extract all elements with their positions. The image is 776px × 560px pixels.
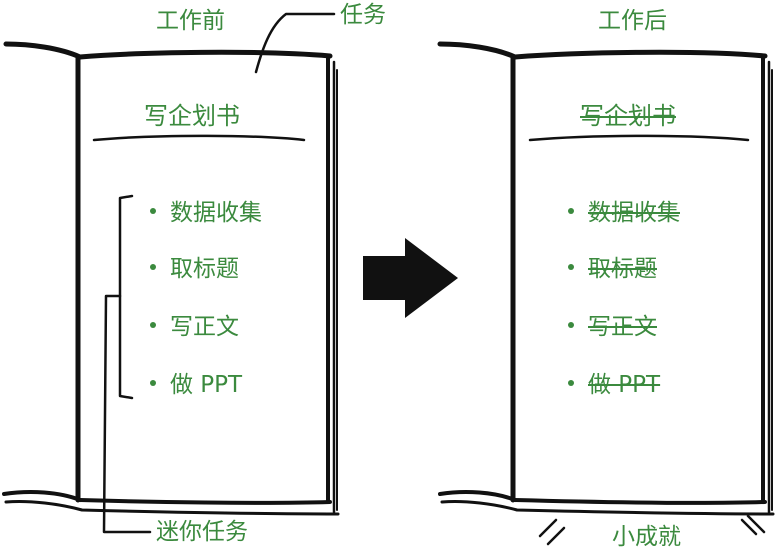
bullet-icon xyxy=(150,207,156,214)
bullet-icon xyxy=(150,263,156,270)
bullet-icon xyxy=(568,379,574,386)
small-achievement-label: 小成就 xyxy=(612,524,681,550)
right-item-body-done: 写正文 xyxy=(568,316,657,339)
right-book xyxy=(437,41,775,546)
bullet-icon xyxy=(568,207,574,214)
bullet-icon xyxy=(150,321,156,328)
bullet-icon xyxy=(150,379,156,386)
task-label: 任务 xyxy=(340,2,386,28)
right-book-title-done: 写企划书 xyxy=(580,102,676,130)
left-item-data-collection: 数据收集 xyxy=(150,202,262,225)
right-item-ppt-done: 做 PPT xyxy=(568,374,660,397)
left-item-ppt: 做 PPT xyxy=(150,374,242,397)
right-arrow xyxy=(363,238,458,318)
bullet-icon xyxy=(568,263,574,270)
right-item-title-done: 取标题 xyxy=(568,258,657,281)
right-item-data-collection-done: 数据收集 xyxy=(568,202,680,225)
left-item-body: 写正文 xyxy=(150,316,239,339)
left-book xyxy=(2,12,340,534)
left-item-title: 取标题 xyxy=(150,258,239,281)
mini-tasks-label: 迷你任务 xyxy=(156,519,248,545)
left-book-title: 写企划书 xyxy=(144,102,240,130)
bullet-icon xyxy=(568,321,574,328)
after-label: 工作后 xyxy=(598,8,667,34)
before-label: 工作前 xyxy=(156,8,225,34)
